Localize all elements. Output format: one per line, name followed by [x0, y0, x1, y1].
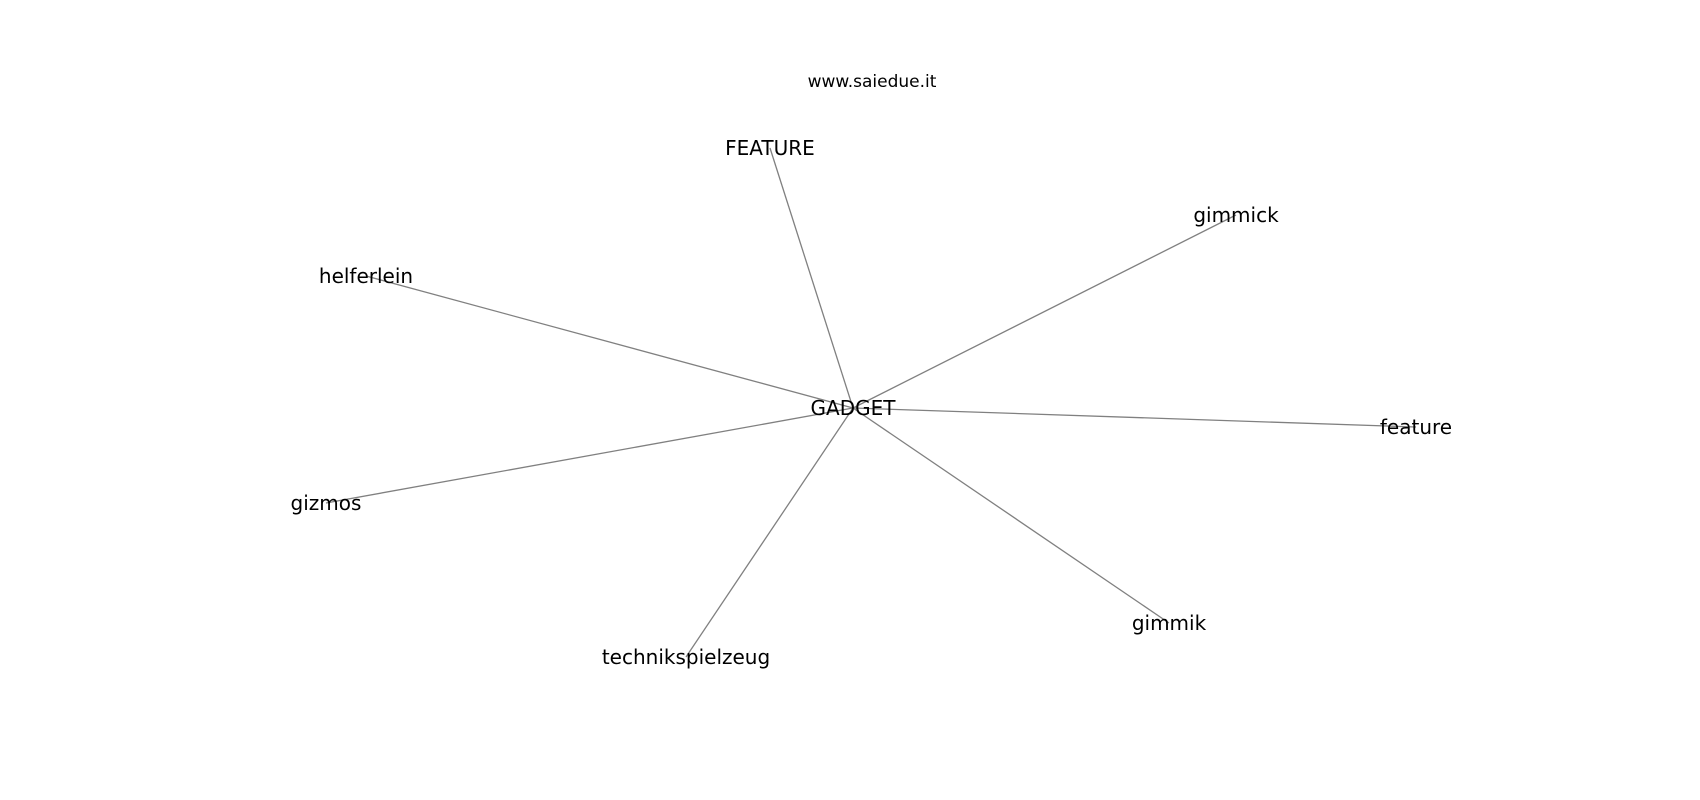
edge-technikspielzeug — [685, 407, 854, 658]
edge-gizmos — [325, 407, 854, 504]
edge-gimmik — [852, 407, 1170, 624]
node-gizmos: gizmos — [291, 491, 362, 515]
node-center-gadget: GADGET — [811, 396, 897, 420]
graph-nodes: GADGET FEATURE gimmick helferlein featur… — [291, 136, 1453, 669]
edge-helferlein — [365, 275, 854, 409]
node-technikspielzeug: technikspielzeug — [602, 645, 770, 669]
edge-feature-lower — [852, 407, 1417, 428]
watermark-text: www.saiedue.it — [808, 72, 937, 92]
edge-feature-upper — [769, 147, 854, 409]
node-gimmik: gimmik — [1132, 611, 1207, 635]
node-helferlein: helferlein — [319, 264, 413, 288]
node-gimmick: gimmick — [1193, 203, 1279, 227]
edge-gimmick — [852, 214, 1237, 409]
node-feature-lower: feature — [1380, 415, 1452, 439]
graph-edges — [325, 147, 1417, 658]
node-feature-upper: FEATURE — [725, 136, 815, 160]
